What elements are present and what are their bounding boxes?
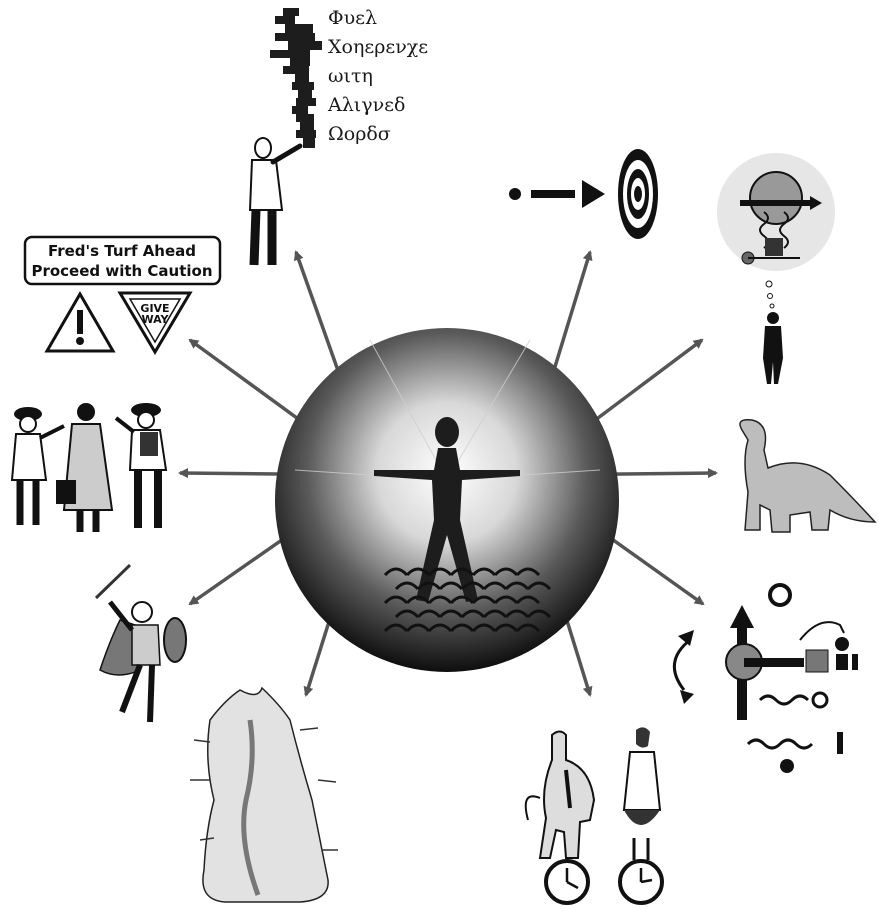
thinker-machine-icon: [717, 153, 835, 384]
sign-line-2: Proceed with Caution: [31, 262, 212, 280]
give-way-sign-icon: GIVE WAY: [120, 293, 190, 352]
greek-word: Χοηερενχε: [328, 36, 428, 58]
devil-clock-icon: [526, 727, 662, 903]
greek-word-list: Φυελ Χοηερενχε ωιτη Αλιγνεδ Ωορδσ: [327, 7, 428, 145]
warrior-icon: [96, 565, 186, 722]
greek-word: Ωορδσ: [328, 123, 391, 145]
target-icon: [509, 149, 658, 239]
sign-line-1: Fred's Turf Ahead: [48, 242, 196, 260]
give-way-line-2: WAY: [141, 313, 169, 326]
dinosaur-icon: [740, 420, 875, 532]
mechanism-icon: [674, 585, 858, 773]
greek-word: Αλιγνεδ: [327, 94, 405, 116]
word-blocks-icon: [270, 8, 322, 148]
greek-word: Φυελ: [328, 7, 377, 29]
travelers-icon: [12, 403, 166, 532]
fire-icon: [190, 688, 338, 902]
pointing-person-icon: [250, 138, 300, 265]
greek-word: ωιτη: [328, 65, 373, 87]
